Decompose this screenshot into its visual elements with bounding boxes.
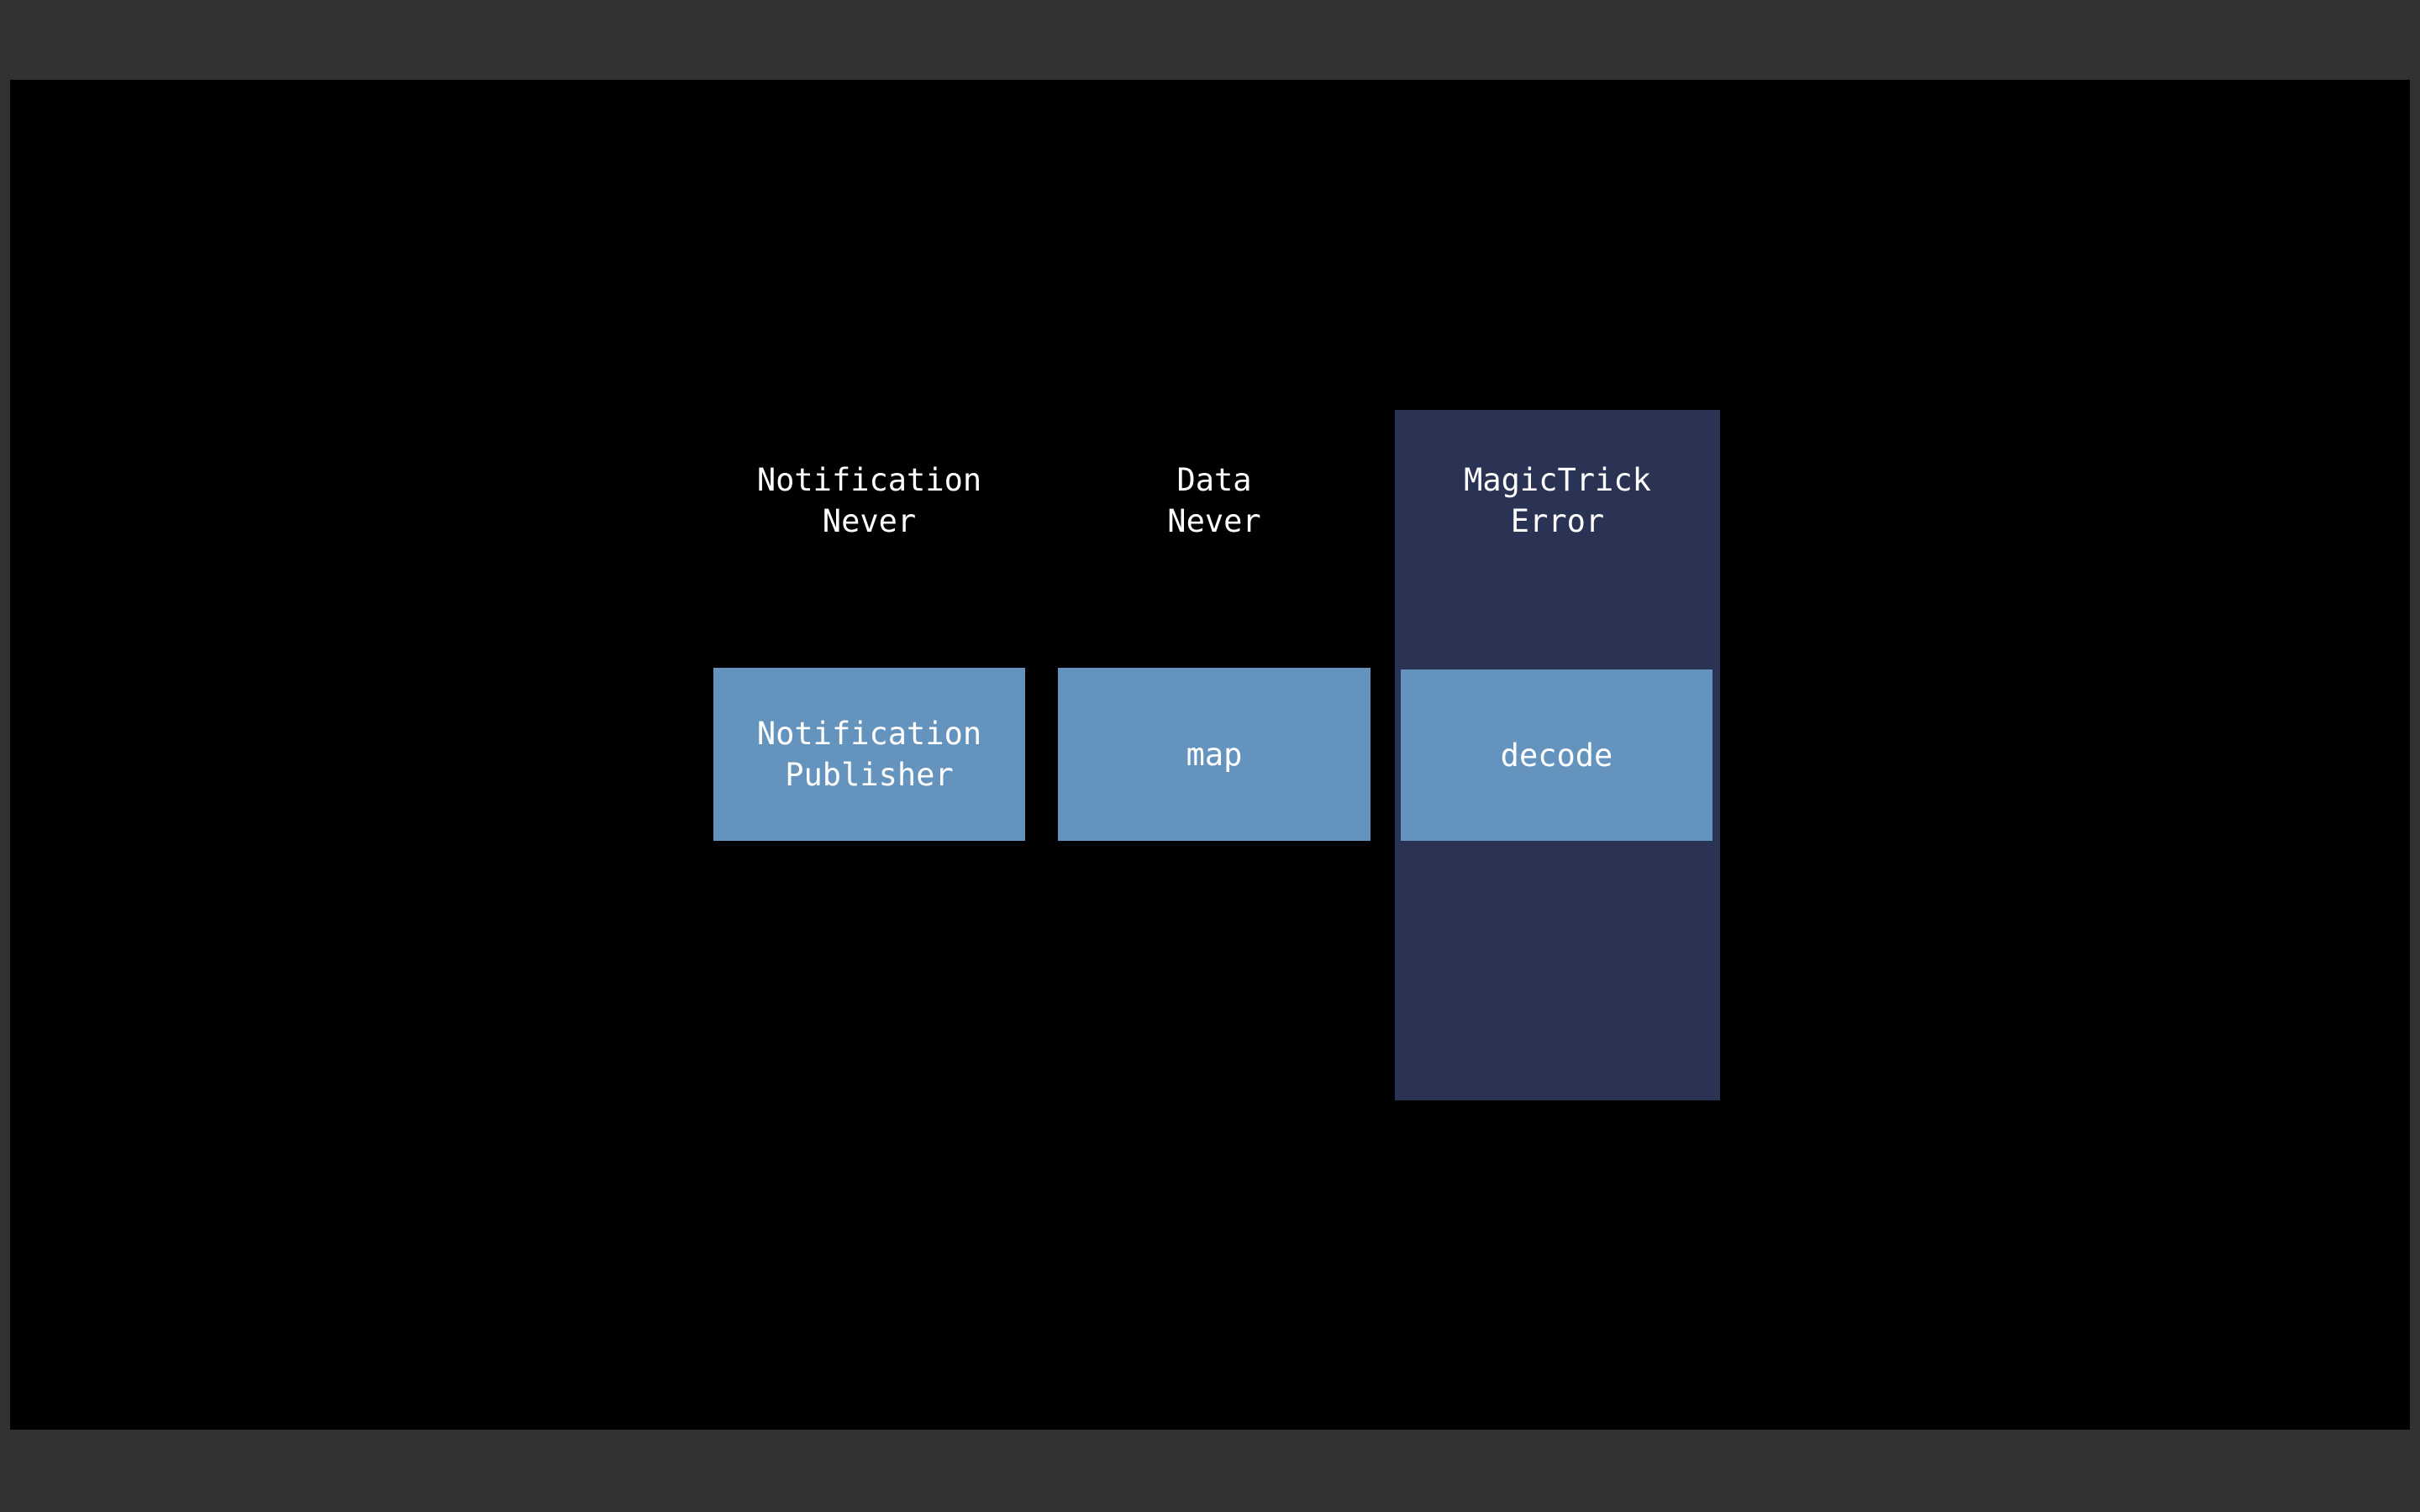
type-label-notification-never: Notification Never [713,459,1025,542]
node-label-line: Notification [756,716,982,752]
node-label-line: decode [1500,737,1613,774]
node-label-line: map [1186,736,1243,773]
type-label-line: MagicTrick [1464,462,1651,498]
type-label-line: Data [1176,462,1252,498]
node-notification-publisher: Notification Publisher [713,668,1025,841]
type-label-data-never: Data Never [1058,459,1370,542]
type-label-line: Never [1167,503,1261,539]
type-label-line: Notification [756,462,982,498]
node-decode: decode [1401,669,1712,841]
type-label-magictrick-error: MagicTrick Error [1395,459,1720,542]
node-label-line: Publisher [785,757,954,793]
diagram-canvas: Notification Never Data Never MagicTrick… [10,80,2410,1430]
type-label-line: Never [822,503,917,539]
type-label-line: Error [1510,503,1605,539]
node-map: map [1058,668,1370,841]
